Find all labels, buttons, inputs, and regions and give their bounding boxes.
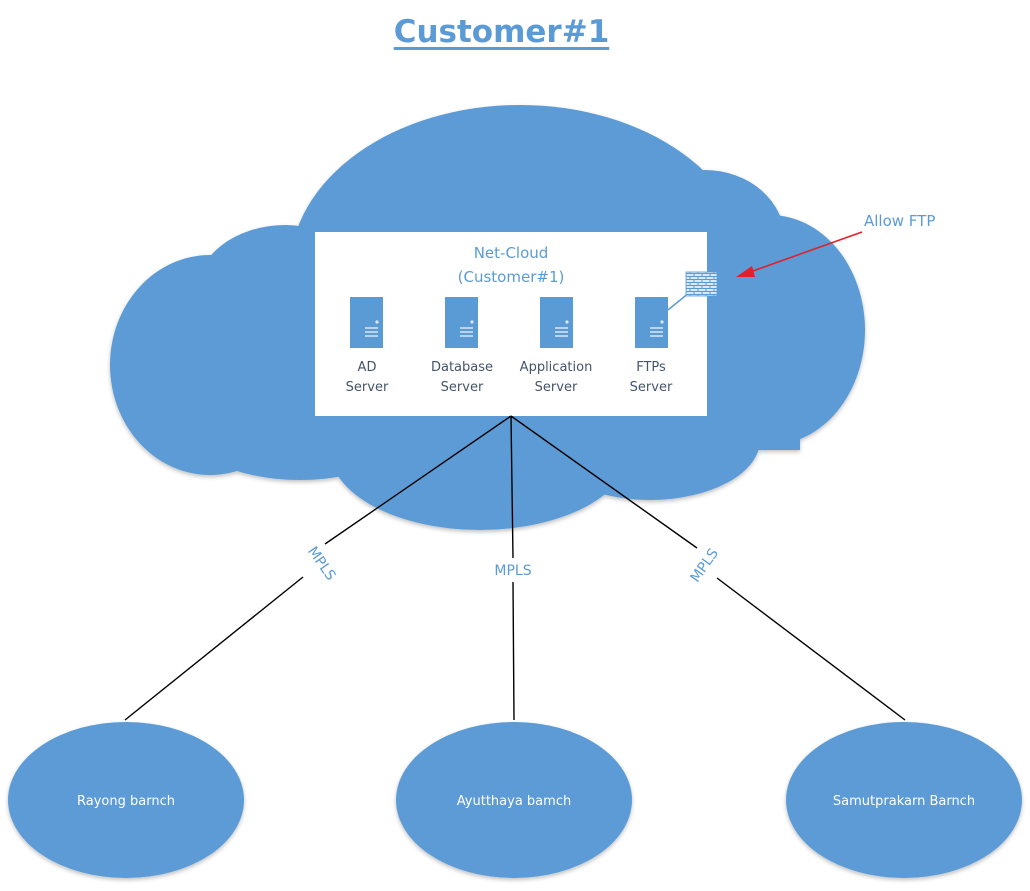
link-line bbox=[512, 581, 515, 721]
net-cloud-title: Net-Cloud bbox=[474, 244, 549, 262]
server-ad[interactable]: AD Server bbox=[346, 297, 389, 395]
link-line bbox=[716, 577, 906, 721]
branch-label: Samutprakarn Barnch bbox=[833, 794, 975, 809]
branch-samutprakarn[interactable]: Samutprakarn Barnch bbox=[786, 722, 1022, 878]
server-label-line1: FTPs bbox=[636, 360, 666, 375]
link-line bbox=[124, 576, 304, 721]
branch-node bbox=[8, 722, 244, 878]
server-icon bbox=[350, 297, 383, 348]
branch-ayutthaya[interactable]: Ayutthaya bamch bbox=[396, 722, 632, 878]
branch-node bbox=[396, 722, 632, 878]
link-line bbox=[510, 415, 514, 559]
annotation-arrow-line bbox=[749, 231, 863, 273]
net-cloud-subtitle: (Customer#1) bbox=[458, 268, 565, 286]
server-ftps[interactable]: FTPs Server bbox=[630, 297, 673, 395]
branch-label: Ayutthaya bamch bbox=[457, 794, 571, 809]
server-database[interactable]: Database Server bbox=[431, 297, 493, 395]
server-icon bbox=[635, 297, 668, 348]
server-label-line2: Server bbox=[346, 380, 389, 395]
annotation-arrowhead bbox=[736, 266, 755, 277]
server-label-line2: Server bbox=[630, 380, 673, 395]
link-label: MPLS bbox=[494, 563, 531, 579]
branch-rayong[interactable]: Rayong barnch bbox=[8, 722, 244, 878]
server-label-line1: AD bbox=[358, 360, 377, 375]
server-label-line2: Server bbox=[535, 380, 578, 395]
server-label-line2: Server bbox=[441, 380, 484, 395]
mpls-link-ayutthaya: MPLS bbox=[494, 415, 532, 721]
server-label-line1: Database bbox=[431, 360, 493, 375]
link-label: MPLS bbox=[304, 544, 339, 584]
branch-node bbox=[786, 722, 1022, 878]
server-icon bbox=[445, 297, 478, 348]
server-application[interactable]: Application Server bbox=[520, 297, 593, 395]
link-label: MPLS bbox=[687, 546, 722, 586]
diagram-title: Customer#1 bbox=[393, 14, 610, 50]
link-line bbox=[324, 415, 512, 545]
firewall-icon[interactable] bbox=[685, 271, 718, 297]
link-line bbox=[510, 415, 698, 549]
server-icon bbox=[540, 297, 573, 348]
server-label-line1: Application bbox=[520, 360, 593, 375]
branch-label: Rayong barnch bbox=[77, 794, 175, 809]
annotation-allow-ftp: Allow FTP bbox=[864, 212, 935, 230]
